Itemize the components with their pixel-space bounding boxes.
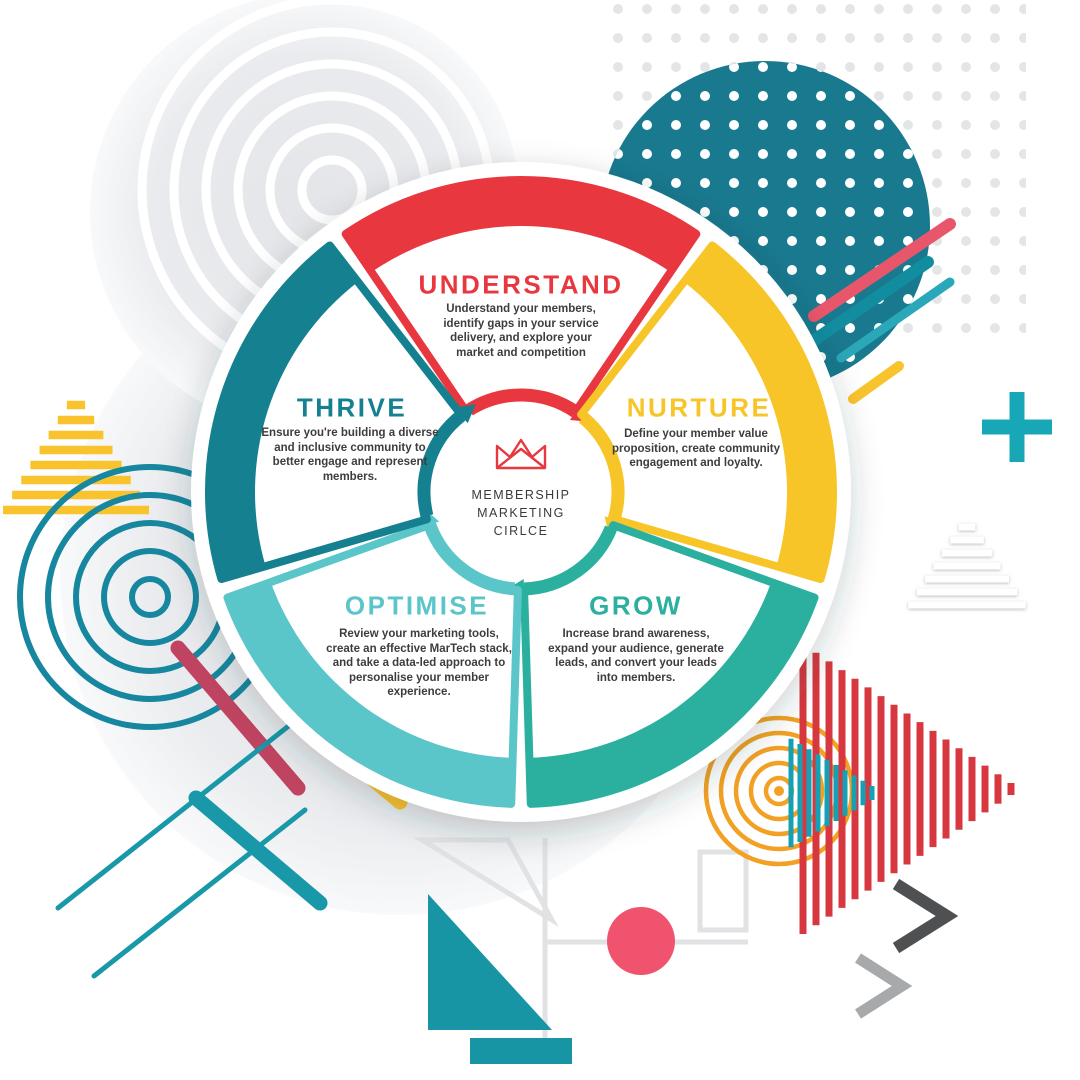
- ring: [297, 155, 367, 225]
- teal-bar: [470, 1038, 572, 1064]
- line-teal-thick: [188, 790, 328, 911]
- pink-circle: [607, 907, 675, 975]
- streak-yellow: [848, 361, 904, 404]
- chevron-light-icon: [855, 953, 913, 1019]
- ring: [733, 745, 825, 837]
- cycle-arc-understand: [465, 388, 580, 418]
- striped-triangle-yellow: [3, 400, 149, 515]
- plus-icon: [982, 392, 1052, 462]
- cycle-arc-thrive: [417, 410, 466, 518]
- crown-icon: [495, 438, 547, 470]
- center-label-line-3: CIRLCE: [493, 524, 549, 539]
- doodle-outline-rect: [697, 849, 749, 933]
- segment-band-thrive: [208, 245, 358, 580]
- segment-title-understand: UNDERSTAND: [418, 269, 624, 300]
- segment-title-grow: GROW: [589, 590, 683, 621]
- cycle-arc-nurture: [578, 412, 625, 521]
- diagonal-streaks: [791, 218, 956, 404]
- segment-description-understand: Understand your members, identify gaps i…: [443, 303, 599, 359]
- striped-triangle-white: [908, 523, 1026, 609]
- streak-pink: [808, 218, 956, 322]
- center-label-line-1: MEMBERSHIP: [471, 488, 571, 502]
- cycle-arc-grow: [523, 525, 618, 596]
- segment-title-thrive: THRIVE: [296, 392, 408, 423]
- segment-band-nurture: [684, 245, 833, 580]
- segment-description-grow: Increase brand awareness, expand your au…: [548, 628, 724, 684]
- segment-description-thrive: Ensure you're building a diverse and inc…: [261, 427, 439, 483]
- orange-center-dot: [774, 786, 784, 796]
- line-teal-thin-2: [91, 807, 308, 979]
- solid-triangle-teal: [428, 894, 552, 1030]
- streak-teal: [836, 277, 955, 363]
- wheel-center-label: MEMBERSHIP MARKETING CIRLCE: [471, 486, 570, 540]
- cycle-arrowhead-thrive: [455, 404, 476, 424]
- streak-teal-dark: [791, 256, 934, 358]
- segment-band-understand: [345, 180, 697, 272]
- segment-title-nurture: NURTURE: [626, 392, 772, 423]
- center-label-line-2: MARKETING: [477, 506, 565, 521]
- chevron-dark-icon: [892, 878, 959, 954]
- ring: [129, 576, 171, 618]
- striped-triangle-teal: [788, 738, 875, 848]
- cycle-arc-optimise: [423, 522, 516, 596]
- line-maroon: [170, 640, 306, 796]
- segment-description-nurture: Define your member value proposition, cr…: [611, 428, 781, 470]
- segment-title-optimise: OPTIMISE: [344, 590, 490, 621]
- segment-description-optimise: Review your marketing tools, create an e…: [326, 628, 512, 699]
- ring: [101, 548, 199, 646]
- segment-band-optimise: [227, 582, 513, 804]
- doodle-outline-triangle: [413, 837, 559, 928]
- segment-band-grow: [529, 582, 815, 804]
